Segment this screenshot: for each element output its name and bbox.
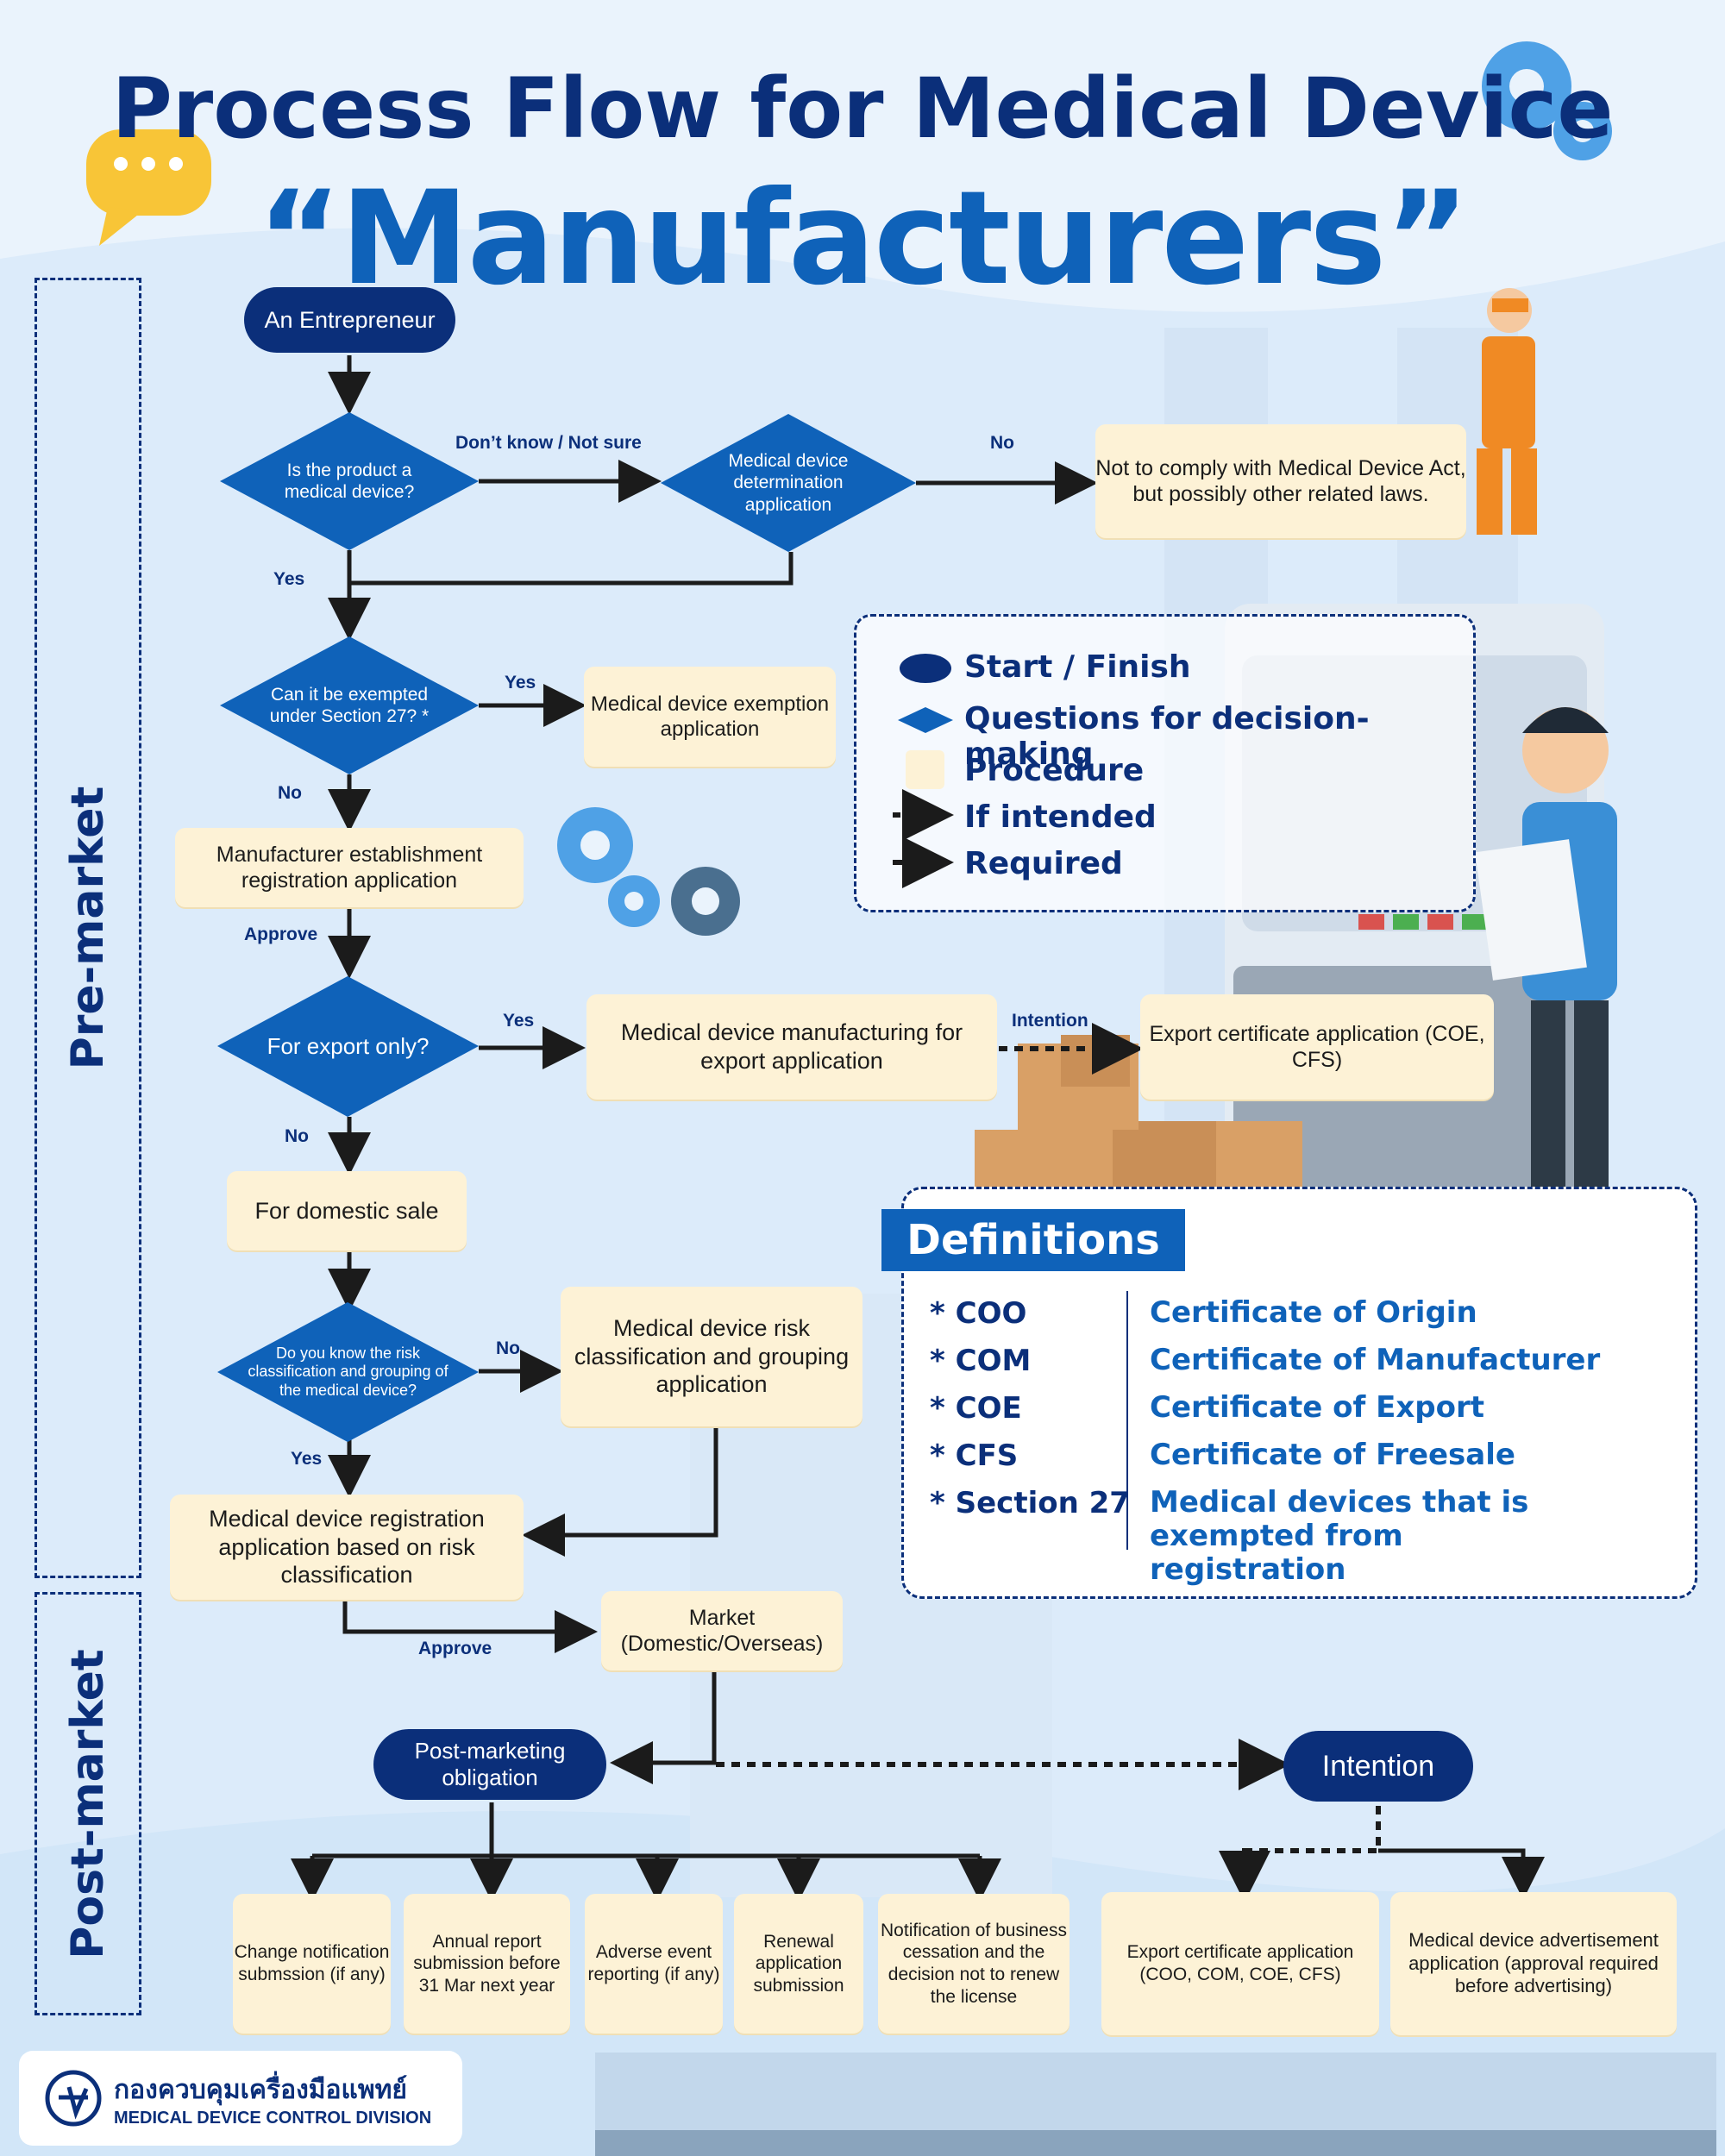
definition-value: Medical devices that is exempted from re… — [1150, 1485, 1529, 1588]
node-export-certificate: Export certificate application (COE, CFS… — [1140, 994, 1494, 1100]
definition-value: Certificate of Manufacturer — [1150, 1343, 1601, 1377]
node-domestic-sale: For domestic sale — [227, 1171, 467, 1250]
legend-intended: If intended — [964, 799, 1157, 835]
definition-term: * COM — [930, 1344, 1032, 1378]
label-no-3: No — [285, 1126, 309, 1146]
label-yes-2: Yes — [505, 673, 536, 693]
node-annual-report: Annual report submission before 31 Mar n… — [404, 1894, 570, 2034]
node-business-cessation: Notification of business cessation and t… — [878, 1894, 1070, 2034]
legend-start: Start / Finish — [964, 649, 1191, 685]
node-adverse-event: Adverse event reporting (if any) — [585, 1894, 723, 2034]
decision-determination-text: Medical device determination application — [728, 451, 849, 515]
decision-export-only-text: For export only? — [267, 1032, 430, 1059]
node-market: Market (Domestic/Overseas) — [601, 1591, 843, 1670]
label-no-4: No — [496, 1338, 520, 1358]
title-line-2: “Manufacturers” — [256, 164, 1470, 314]
definitions-heading: Definitions — [881, 1209, 1185, 1271]
legend-symbols — [893, 654, 954, 888]
node-export-certificate-2: Export certificate application (COO, COM… — [1101, 1892, 1379, 2035]
definition-value: Certificate of Freesale — [1150, 1438, 1515, 1472]
definition-value: Certificate of Origin — [1150, 1295, 1477, 1330]
label-yes-4: Yes — [291, 1449, 323, 1469]
label-approve-1: Approve — [244, 924, 318, 944]
node-entrepreneur: An Entrepreneur — [244, 287, 455, 353]
label-yes-1: Yes — [273, 569, 305, 589]
division-name-english: MEDICAL DEVICE CONTROL DIVISION — [114, 2109, 432, 2128]
node-intention: Intention — [1283, 1731, 1473, 1802]
definition-value: Certificate of Export — [1150, 1390, 1484, 1425]
decision-is-device: Is the product a medical device? — [220, 412, 479, 550]
post-market-section: Post-market — [34, 1592, 141, 2015]
node-exemption: Medical device exemption application — [584, 667, 836, 767]
division-emblem-icon — [45, 2070, 102, 2127]
node-post-obligation: Post-marketing obligation — [373, 1729, 606, 1800]
decision-exempt-text: Can it be exempted under Section 27? * — [269, 684, 430, 726]
node-registration: Medical device registration application … — [170, 1495, 524, 1600]
definition-term: * COE — [930, 1391, 1022, 1426]
decision-export-only: For export only? — [217, 976, 479, 1117]
node-risk-classification: Medical device risk classification and g… — [561, 1287, 862, 1426]
legend-procedure: Procedure — [964, 753, 1145, 788]
legend-question: Questions for decision-making — [964, 701, 1370, 772]
definitions-divider — [1126, 1291, 1128, 1550]
decision-risk-known: Do you know the risk classification and … — [217, 1302, 479, 1442]
pre-market-section: Pre-market — [34, 278, 141, 1578]
label-no-1: No — [990, 433, 1014, 453]
title-line-1: Process Flow for Medical Device — [111, 60, 1614, 157]
label-yes-3: Yes — [503, 1011, 535, 1031]
label-approve-2: Approve — [418, 1639, 492, 1658]
definition-term: * CFS — [930, 1438, 1019, 1473]
legend-panel: Start / Finish Questions for decision-ma… — [854, 614, 1476, 912]
label-intention: Intention — [1012, 1011, 1088, 1031]
label-no-2: No — [278, 783, 302, 803]
label-dont-know: Don’t know / Not sure — [455, 433, 642, 453]
node-renewal: Renewal application submission — [734, 1894, 863, 2034]
node-advertisement: Medical device advertisement application… — [1390, 1892, 1677, 2035]
definition-term: * COO — [930, 1296, 1027, 1331]
decision-risk-known-text: Do you know the risk classification and … — [248, 1344, 448, 1399]
node-mfg-export: Medical device manufacturing for export … — [586, 994, 997, 1100]
node-establishment: Manufacturer establishment registration … — [175, 828, 524, 907]
decision-determination: Medical device determination application — [661, 414, 916, 552]
definition-term: * Section 27 — [930, 1486, 1130, 1520]
node-not-comply: Not to comply with Medical Device Act, b… — [1095, 424, 1466, 538]
division-logo: กองควบคุมเครื่องมือแพทย์ MEDICAL DEVICE … — [19, 2051, 462, 2146]
division-name-thai: กองควบคุมเครื่องมือแพทย์ — [114, 2076, 407, 2104]
decision-exempt: Can it be exempted under Section 27? * — [220, 636, 479, 774]
legend-required: Required — [964, 846, 1123, 881]
decision-is-device-text: Is the product a medical device? — [284, 460, 415, 502]
node-change-notification: Change notification submssion (if any) — [233, 1894, 391, 2034]
